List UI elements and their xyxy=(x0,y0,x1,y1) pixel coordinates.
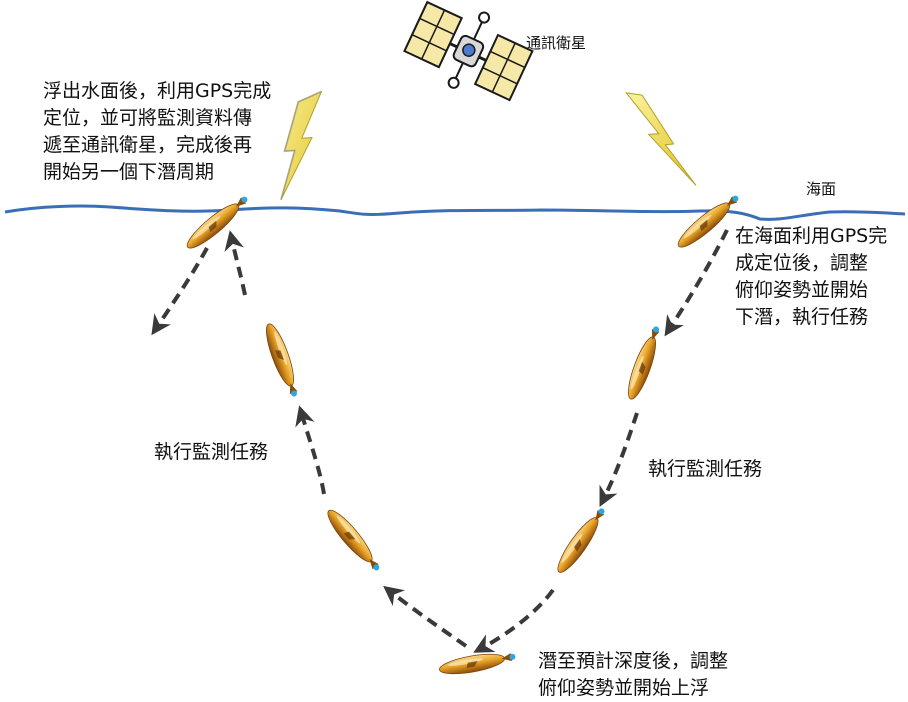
sea-surface-label: 海面 xyxy=(806,180,837,198)
dashed-arrow xyxy=(295,405,326,495)
dashed-arrow xyxy=(151,247,209,336)
caption-line: 潛至預計深度後，調整 xyxy=(538,650,729,672)
lightning-icon xyxy=(280,90,323,200)
bottom-turn-caption: 潛至預計深度後，調整 俯仰姿勢並開始上浮 xyxy=(538,648,728,702)
glider-icon xyxy=(182,191,253,254)
sea-surface-line xyxy=(4,204,906,221)
dashed-arrow xyxy=(383,585,468,648)
glider-icon xyxy=(437,647,518,679)
dashed-arrow xyxy=(224,230,247,296)
dashed-arrows xyxy=(151,229,729,653)
caption-line: 俯仰姿勢並開始上浮 xyxy=(538,677,710,699)
caption-line: 遞至通訊衛星，完成後再 xyxy=(43,134,253,156)
caption-line: 浮出水面後，利用GPS完成 xyxy=(43,80,272,102)
glider-icon xyxy=(260,320,304,400)
glider-icon xyxy=(673,190,744,253)
dive-start-caption: 在海面利用GPS完 成定位後，調整 俯仰姿勢並開始 下潛，執行任務 xyxy=(735,223,887,331)
mission-label-left: 執行監測任務 xyxy=(154,441,269,463)
mission-label-right: 執行監測任務 xyxy=(648,458,763,480)
dashed-arrow xyxy=(599,412,639,507)
caption-line: 下潛，執行任務 xyxy=(735,306,869,328)
satellite-icon xyxy=(403,0,534,102)
caption-line: 在海面利用GPS完 xyxy=(735,225,888,247)
caption-line: 俯仰姿勢並開始 xyxy=(735,279,869,301)
glider-icon xyxy=(322,505,385,576)
glider-icon xyxy=(552,503,611,578)
dashed-arrow xyxy=(473,588,555,653)
caption-line: 成定位後，調整 xyxy=(735,252,869,274)
lightning-icon xyxy=(625,92,697,186)
dashed-arrow xyxy=(664,229,729,337)
caption-line: 開始另一個下潛周期 xyxy=(43,161,215,183)
satellite-label: 通訊衛星 xyxy=(526,34,587,52)
surface-gps-caption: 浮出水面後，利用GPS完成 定位，並可將監測資料傳 遞至通訊衛星，完成後再 開始… xyxy=(43,78,271,186)
caption-line: 定位，並可將監測資料傳 xyxy=(43,107,253,129)
glider-icon xyxy=(622,323,666,403)
